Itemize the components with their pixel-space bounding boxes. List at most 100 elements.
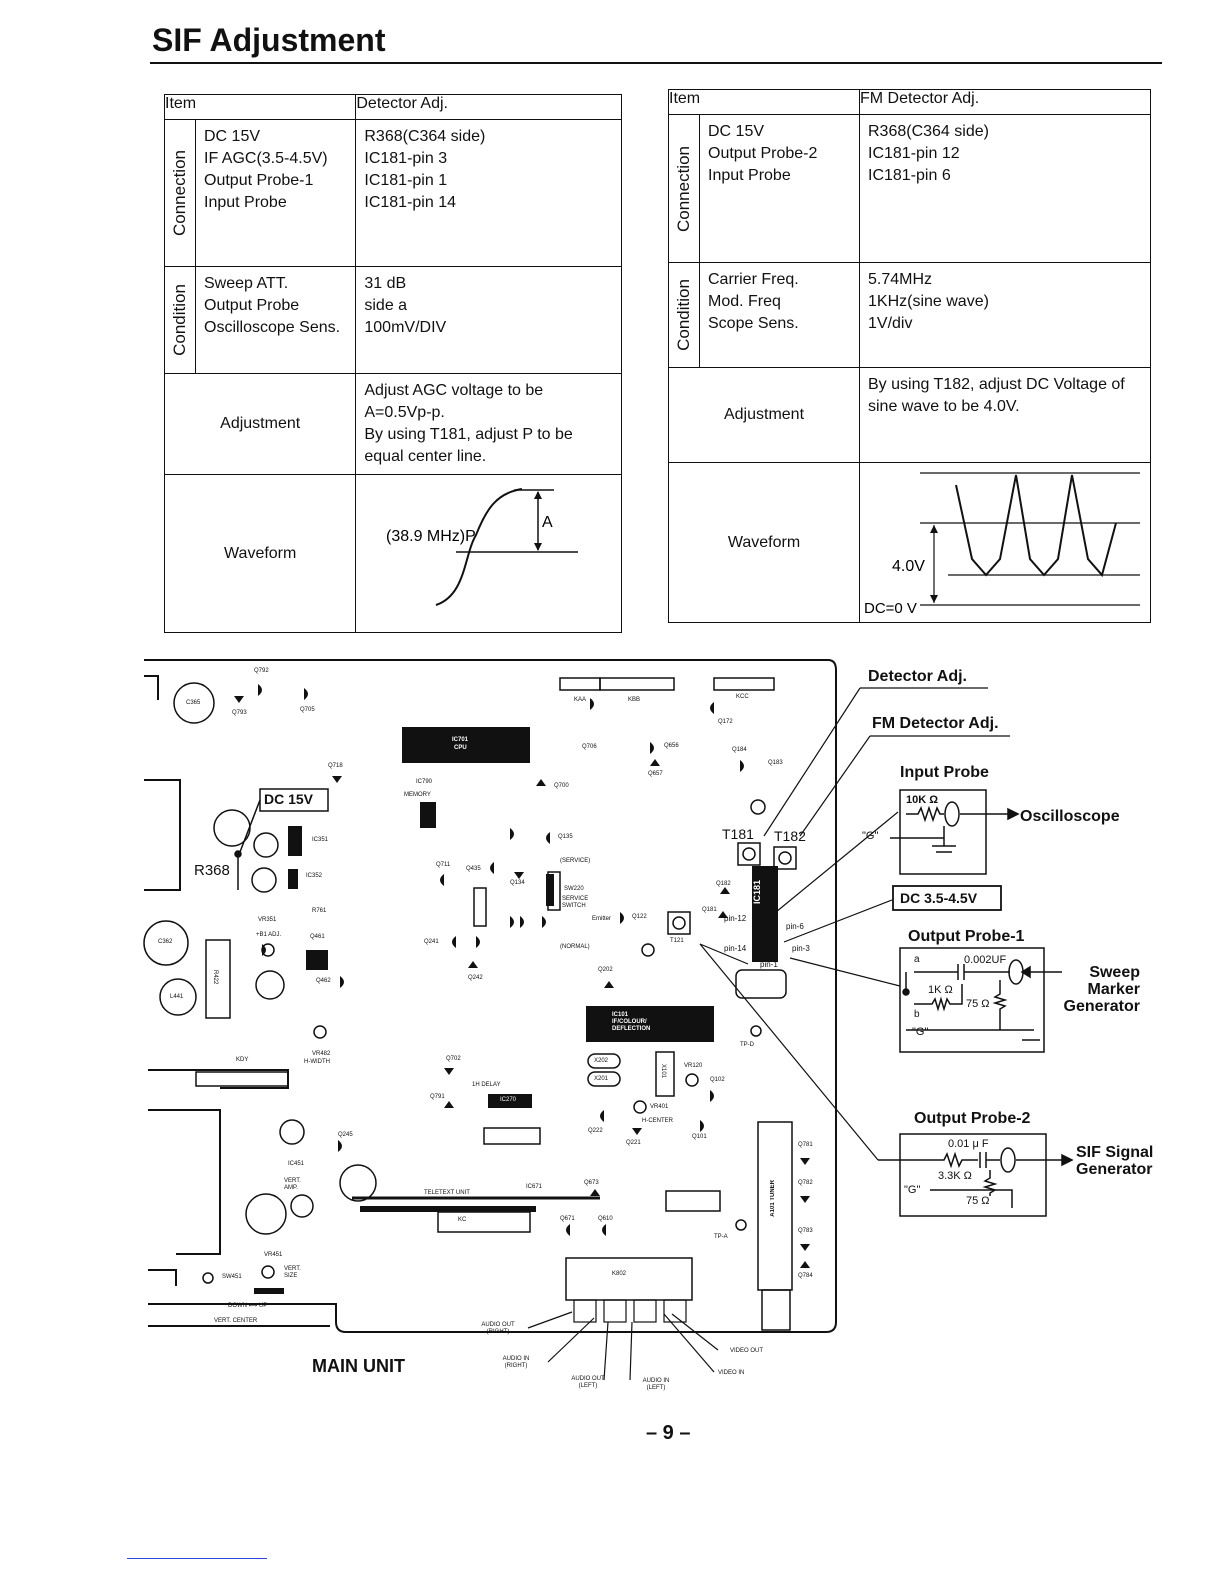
op2-cap: 0.01 μ F [948, 1138, 989, 1150]
footer-rule [127, 1558, 267, 1559]
op1-g: "G" [912, 1026, 929, 1038]
pcb-q673: Q673 [584, 1180, 599, 1186]
pcb-ic701: IC701 [452, 737, 469, 743]
pcb-kc: KC [458, 1217, 467, 1223]
pcb-q183: Q183 [768, 760, 783, 766]
pcb-q784: Q784 [798, 1273, 813, 1279]
pcb-q101: Q101 [692, 1134, 707, 1140]
right-waveform-label: Waveform [668, 462, 860, 623]
pcb-q791: Q791 [430, 1094, 445, 1100]
pcb-kdy: KDY [236, 1057, 249, 1063]
pcb-c365: C365 [186, 700, 201, 706]
pcb-teletext: TELETEXT UNIT [424, 1190, 470, 1196]
right-adjustment-label: Adjustment [668, 367, 860, 463]
pcb-q242: Q242 [468, 975, 483, 981]
dc-box-label: DC 3.5-4.5V [900, 890, 978, 906]
sif-generator-label: SIF Signal Generator [1076, 1144, 1154, 1178]
right-connection-values: R368(C364 side) IC181-pin 12 IC181-pin 6 [859, 114, 1151, 263]
pcb-q718: Q718 [328, 763, 343, 769]
right-condition-values: 5.74MHz 1KHz(sine wave) 1V/div [859, 262, 1151, 368]
pcb-audio-in-right: AUDIO IN (RIGHT) [502, 1356, 530, 1369]
pcb-q102: Q102 [710, 1077, 725, 1083]
pcb-q135: Q135 [558, 834, 573, 840]
pcb-kaa: KAA [574, 697, 587, 703]
right-waveform-cell: 4.0V DC=0 V [859, 462, 1151, 623]
pcb-q781: Q781 [798, 1142, 813, 1148]
left-connection-label: Connection [164, 119, 196, 267]
pcb-ic101-desc: IF/COLOUR/ DEFLECTION [612, 1019, 651, 1032]
r368-label: R368 [194, 862, 230, 879]
op2-r2: 75 Ω [966, 1195, 990, 1207]
pcb-l441: L441 [170, 994, 184, 1000]
page-title: SIF Adjustment [152, 22, 386, 58]
pcb-vr120: VR120 [684, 1063, 703, 1069]
main-unit-label: MAIN UNIT [312, 1356, 405, 1376]
pcb-r761: R761 [312, 908, 327, 914]
pcb-service: (SERVICE) [560, 858, 591, 864]
input-probe-title: Input Probe [900, 764, 989, 781]
pcb-video-in: VIDEO IN [718, 1370, 745, 1376]
s-curve-waveform: A (38.9 MHz)P [386, 488, 579, 606]
pcb-down-up: DOWN ⟷ UP [228, 1303, 268, 1309]
pin14-label: pin-14 [724, 944, 747, 953]
pcb-c362: C362 [158, 939, 173, 945]
waveform-level-label: 4.0V [892, 558, 925, 575]
pcb-ic101: IC101 [612, 1012, 629, 1018]
title-underline [150, 62, 1162, 64]
pcb-audio-out-left: AUDIO OUT (LEFT) [571, 1376, 605, 1389]
pcb-x202: X202 [594, 1058, 609, 1064]
output-probe-2-title: Output Probe-2 [914, 1110, 1031, 1127]
pcb-t121: T121 [670, 938, 684, 944]
pcb-q461: Q461 [310, 934, 325, 940]
pcb-q671: Q671 [560, 1216, 575, 1222]
output-probe-1-title: Output Probe-1 [908, 928, 1025, 945]
pcb-memory: MEMORY [404, 792, 431, 798]
pcb-x101: X101 [660, 1064, 666, 1079]
pcb-service-switch: SERVICE SWITCH [562, 896, 589, 909]
pcb-q134: Q134 [510, 880, 525, 886]
pcb-q202: Q202 [598, 967, 613, 973]
pcb-delay: 1H DELAY [472, 1082, 501, 1088]
pcb-ic451: IC451 [288, 1161, 305, 1167]
pcb-q782: Q782 [798, 1180, 813, 1186]
pcb-normal: (NORMAL) [560, 944, 590, 950]
pcb-tp-a: TP-A [714, 1234, 728, 1240]
pcb-kcc: KCC [736, 694, 749, 700]
right-adjustment-text: By using T182, adjust DC Voltage of sine… [859, 367, 1151, 463]
pcb-vert-size: VERT. SIZE [284, 1266, 301, 1279]
pcb-ic351: IC351 [312, 837, 329, 843]
pcb-cpu: CPU [454, 745, 467, 751]
op1-b: b [914, 1009, 920, 1020]
pcb-q656: Q656 [664, 743, 679, 749]
pcb-q435: Q435 [466, 866, 481, 872]
pcb-tp-d: TP-D [740, 1042, 754, 1048]
pcb-q610: Q610 [598, 1216, 613, 1222]
dc15v-label: DC 15V [264, 791, 314, 807]
pcb-kbb: KBB [628, 697, 641, 703]
left-waveform-label: Waveform [163, 474, 357, 633]
pcb-k802: K802 [612, 1271, 627, 1277]
pcb-emitter: Emitter [592, 916, 612, 922]
pcb-vr351: VR351 [258, 917, 277, 923]
pcb-vert-center: VERT. CENTER [214, 1318, 258, 1324]
page-number: – 9 – [646, 1422, 691, 1444]
op1-r2: 75 Ω [966, 998, 990, 1010]
pcb-q793: Q793 [232, 710, 247, 716]
pcb-q700: Q700 [554, 783, 569, 789]
pcb-sw220: SW220 [564, 886, 584, 892]
detector-adj-callout: Detector Adj. [868, 668, 967, 685]
pcb-q222: Q222 [588, 1128, 603, 1134]
pcb-vr401: VR401 [650, 1104, 669, 1110]
pcb-b1-adj: +B1 ADJ. [256, 932, 282, 938]
op2-g: "G" [904, 1184, 921, 1196]
left-waveform-cell: A (38.9 MHz)P [355, 474, 622, 633]
sweep-generator-label: Sweep Marker Generator [1063, 964, 1140, 1015]
pin12-label: pin-12 [724, 914, 747, 923]
pcb-q122: Q122 [632, 914, 647, 920]
input-probe-g: "G" [862, 830, 879, 842]
right-header-value: FM Detector Adj. [859, 89, 1151, 115]
pcb-tuner: A101 TUNER [770, 1180, 776, 1217]
t182-label: T182 [774, 828, 806, 844]
pcb-ic671: IC671 [526, 1184, 543, 1190]
